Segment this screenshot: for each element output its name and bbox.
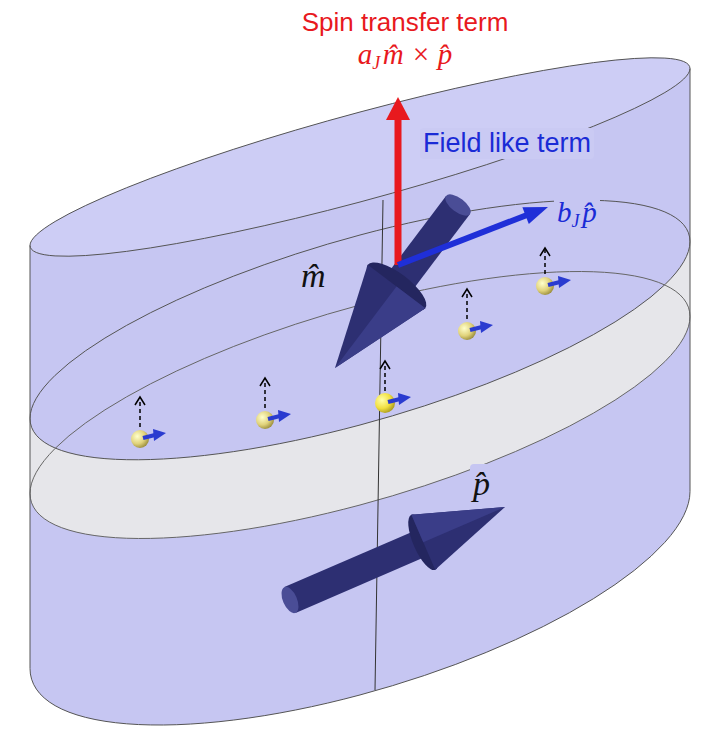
label-text: Field like term: [423, 128, 591, 159]
field-like-vector: [398, 207, 548, 265]
arrow-head: [278, 410, 291, 422]
label-text: b: [557, 196, 572, 229]
subscript: J: [372, 53, 380, 74]
torque-formula-group: bJp̂: [554, 196, 600, 229]
electron: [458, 289, 493, 340]
arrow-head: [386, 97, 410, 120]
subscript: J: [572, 211, 580, 232]
spin-transfer-vector: [386, 97, 410, 265]
arrow-head: [380, 361, 390, 369]
arrow-head-shade: [411, 507, 505, 542]
arrow-head: [540, 248, 550, 256]
vector-shaft: [398, 215, 527, 265]
label-text: Spin transfer term: [302, 8, 509, 38]
label-text: m̂: [301, 256, 326, 295]
spin-arrow: [388, 399, 400, 402]
arrow-head: [522, 207, 548, 224]
electrons: [131, 248, 571, 448]
arrow-head: [135, 397, 145, 405]
arrow-head: [260, 378, 270, 386]
torque-label-group: Spin transfer term: [299, 8, 512, 38]
label-text: a: [358, 38, 373, 71]
label-text: p̂: [473, 464, 490, 503]
arrow-head: [558, 276, 571, 288]
arrow-tail: [278, 584, 302, 615]
spin-arrow: [548, 282, 560, 285]
spin-arrow: [268, 416, 280, 419]
side-edge: [690, 69, 691, 492]
arrow-head: [335, 265, 425, 368]
spin-arrow: [143, 435, 155, 438]
pillar: [30, 24, 690, 741]
vector-label-group: p̂: [470, 464, 493, 503]
vector-label-group: m̂: [298, 256, 329, 295]
electron: [536, 248, 571, 295]
label-text: p̂: [582, 196, 597, 229]
electron: [131, 397, 166, 448]
free-magnetization-arrow: [335, 190, 474, 368]
spin-dashed-arrow: [264, 380, 266, 408]
arrow-head: [398, 393, 411, 405]
spin-dashed-arrow: [544, 250, 546, 274]
fixed-magnetization-arrow: [278, 507, 505, 616]
arrow-shaft: [284, 529, 429, 613]
arrow-tail: [442, 190, 474, 219]
arrow-head: [462, 289, 472, 297]
top-face: [30, 24, 690, 291]
spin-arrow: [470, 327, 482, 330]
free-layer-interface: [30, 147, 690, 514]
spin-dashed-arrow: [384, 363, 386, 391]
side-edge: [30, 245, 31, 668]
pillar-body: [30, 24, 690, 741]
label-text: m̂ × p̂: [383, 38, 453, 71]
arrow-head: [411, 507, 505, 570]
electron: [375, 361, 411, 413]
bottom-edge: [30, 492, 690, 741]
torque-label-group: Field like term: [420, 128, 594, 159]
arrow-head: [480, 321, 493, 333]
electron: [256, 378, 291, 429]
spin-dashed-arrow: [466, 291, 468, 319]
vector-shaft: [395, 118, 402, 265]
arrow-head-shade: [335, 287, 425, 369]
arrow-head: [153, 429, 166, 441]
torque-formula-group: aJm̂ × p̂: [355, 38, 456, 71]
spacer-layer: [30, 242, 690, 594]
spin-dashed-arrow: [139, 399, 141, 427]
fixed-layer-interface: [30, 217, 690, 594]
